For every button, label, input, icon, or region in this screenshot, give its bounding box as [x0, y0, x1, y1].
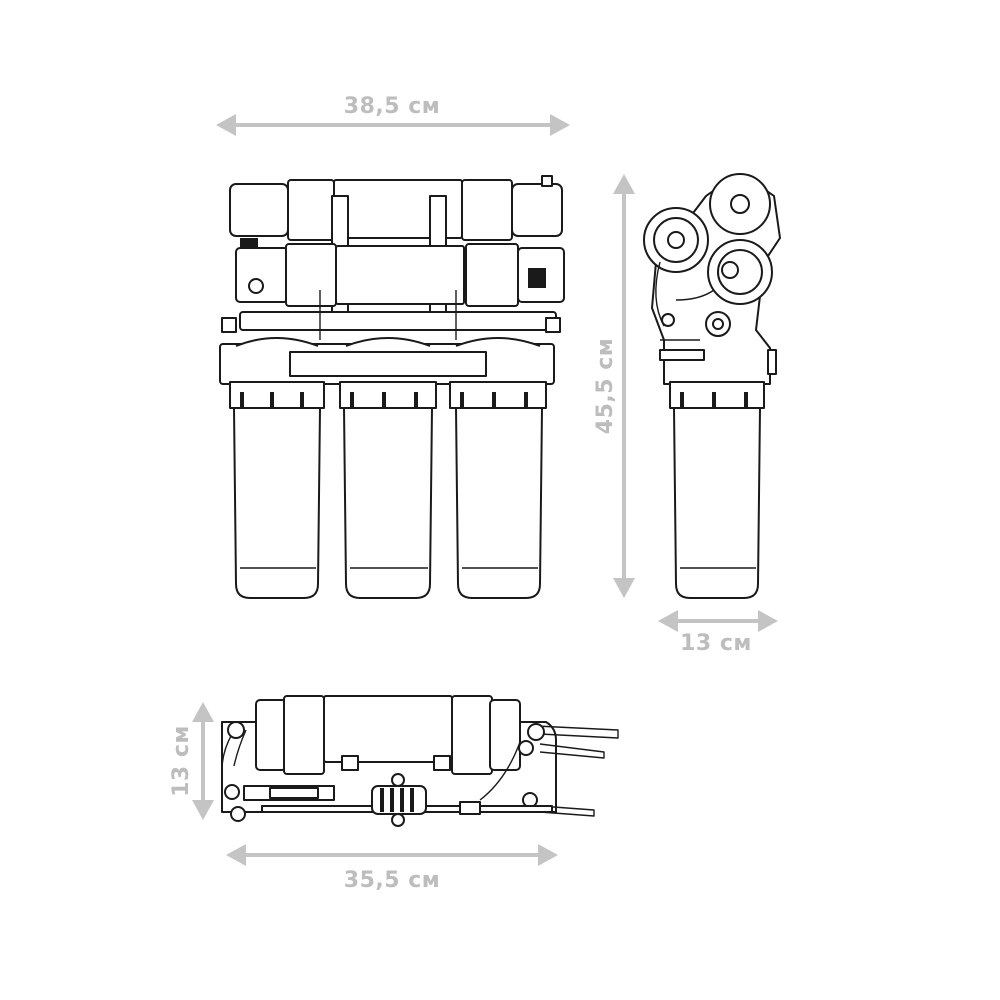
- dimension-width-front: 38,5 см: [216, 94, 570, 136]
- dimension-label-depth-side: 13 см: [680, 631, 752, 656]
- dimension-depth-side: 13 см: [658, 610, 778, 656]
- top-view-drawing: [221, 695, 619, 827]
- dimension-label-height-front: 45,5 см: [593, 338, 618, 434]
- dimension-label-width-front: 38,5 см: [344, 94, 440, 119]
- dimension-width-top: 35,5 см: [226, 844, 558, 893]
- dimension-depth-top: 13 см: [169, 702, 214, 820]
- dimension-height-front: 45,5 см: [593, 174, 635, 598]
- dimension-label-depth-top: 13 см: [169, 725, 194, 797]
- dimension-label-width-top: 35,5 см: [344, 868, 440, 893]
- front-view-drawing: [219, 175, 565, 599]
- side-view-drawing: [643, 173, 781, 599]
